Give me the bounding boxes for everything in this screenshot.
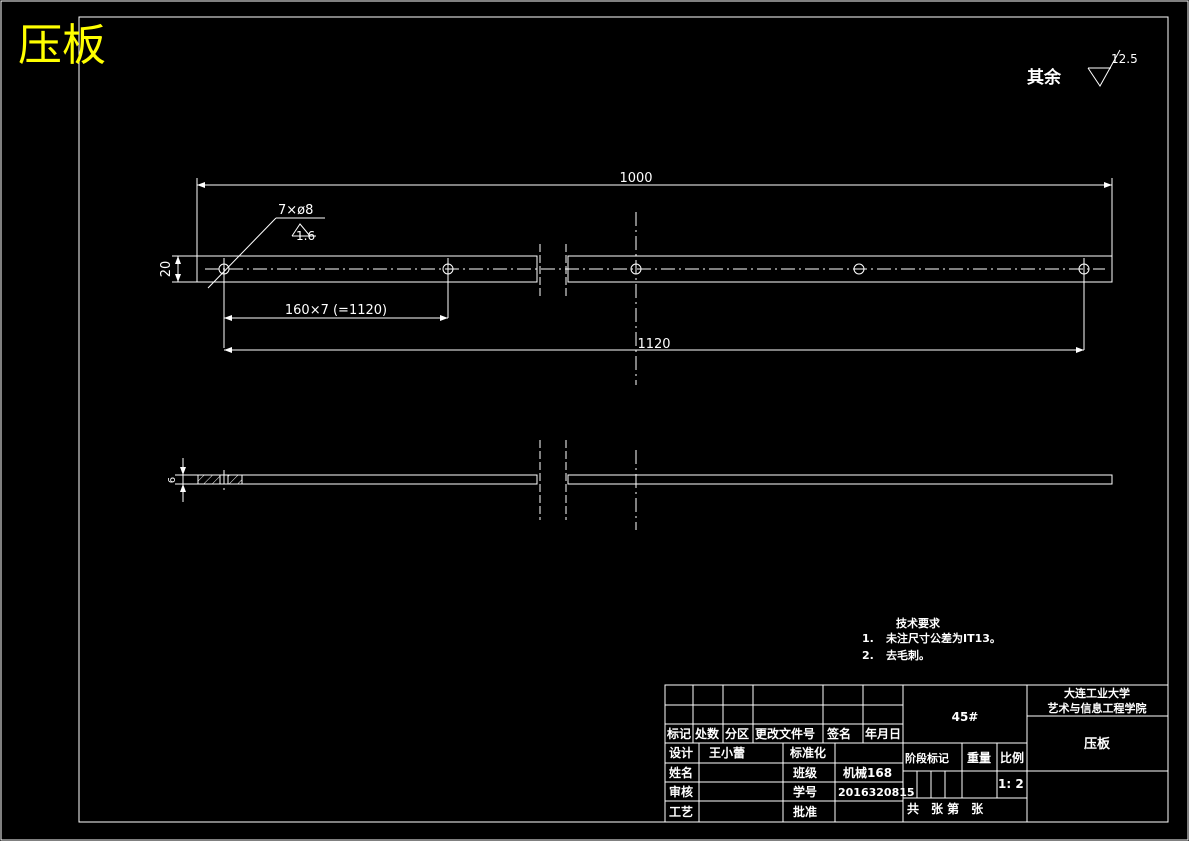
side-view: 6 (167, 440, 1113, 530)
drawing-frame (78, 16, 1169, 823)
std-label: 标准化 (789, 745, 826, 760)
rev-header: 处数 (694, 726, 720, 741)
rev-header: 年月日 (865, 726, 901, 741)
rev-header: 签名 (826, 726, 851, 741)
dim-1120-text: 1120 (637, 337, 670, 352)
drawing-title: 压板 (18, 20, 106, 71)
tech-item-num: 2. (862, 649, 874, 662)
tech-item-num: 1. (862, 632, 874, 645)
review-label: 审核 (669, 784, 693, 799)
school-line2: 艺术与信息工程学院 (1048, 701, 1147, 715)
designer-name: 王小蕾 (709, 745, 745, 760)
dim-width: 20 (159, 255, 197, 283)
hole-roughness-text: 1.6 (296, 229, 315, 243)
tech-heading: 技术要求 (896, 616, 941, 630)
dim-20-text: 20 (159, 261, 174, 278)
dim-thickness-text: 6 (167, 477, 178, 483)
part-name: 压板 (1084, 736, 1111, 752)
dim-1000-text: 1000 (619, 171, 652, 186)
roughness-label: 其余 (1027, 67, 1062, 88)
roughness-symbol: 其余 12.5 (1027, 49, 1138, 88)
process-label: 工艺 (669, 804, 693, 819)
sheets-label: 共 张 第 张 (907, 801, 984, 816)
rev-header: 更改文件号 (755, 726, 815, 741)
rev-header: 分区 (725, 726, 749, 741)
hole-callout-text: 7×ø8 (278, 203, 313, 218)
dim-pitch-text: 160×7 (=1120) (285, 303, 387, 318)
dim-overall-length: 1000 (196, 171, 1113, 256)
sign-label: 姓名 (669, 765, 693, 780)
scale-label: 比例 (1000, 750, 1024, 765)
front-view (196, 212, 1113, 385)
weight-label: 重量 (967, 750, 991, 765)
scale-value: 1: 2 (998, 777, 1024, 791)
approve-label: 批准 (793, 804, 817, 819)
roughness-value: 12.5 (1111, 52, 1138, 66)
class-value: 机械168 (843, 765, 892, 780)
title-block: 标记 处数 分区 更改文件号 签名 年月日 设计 王小蕾 标准化 姓名 班级 机… (664, 684, 1169, 823)
stage-label: 阶段标记 (905, 751, 949, 765)
school-line1: 大连工业大学 (1064, 686, 1130, 700)
tech-item-text: 未注尺寸公差为IT13。 (885, 631, 1001, 645)
hole-callout: 7×ø8 1.6 (207, 203, 325, 289)
tech-item-text: 去毛刺。 (886, 648, 930, 662)
tech-requirements: 技术要求 1. 未注尺寸公差为IT13。 2. 去毛刺。 (862, 616, 1001, 662)
dim-pitch: 160×7 (=1120) (224, 303, 448, 321)
rev-header: 标记 (666, 726, 691, 741)
material: 45# (952, 710, 979, 724)
class-label: 班级 (793, 765, 817, 780)
id-label: 学号 (793, 784, 817, 799)
design-label: 设计 (669, 745, 693, 760)
id-value: 2016320815 (838, 786, 915, 799)
dim-span: 1120 (224, 337, 1084, 353)
